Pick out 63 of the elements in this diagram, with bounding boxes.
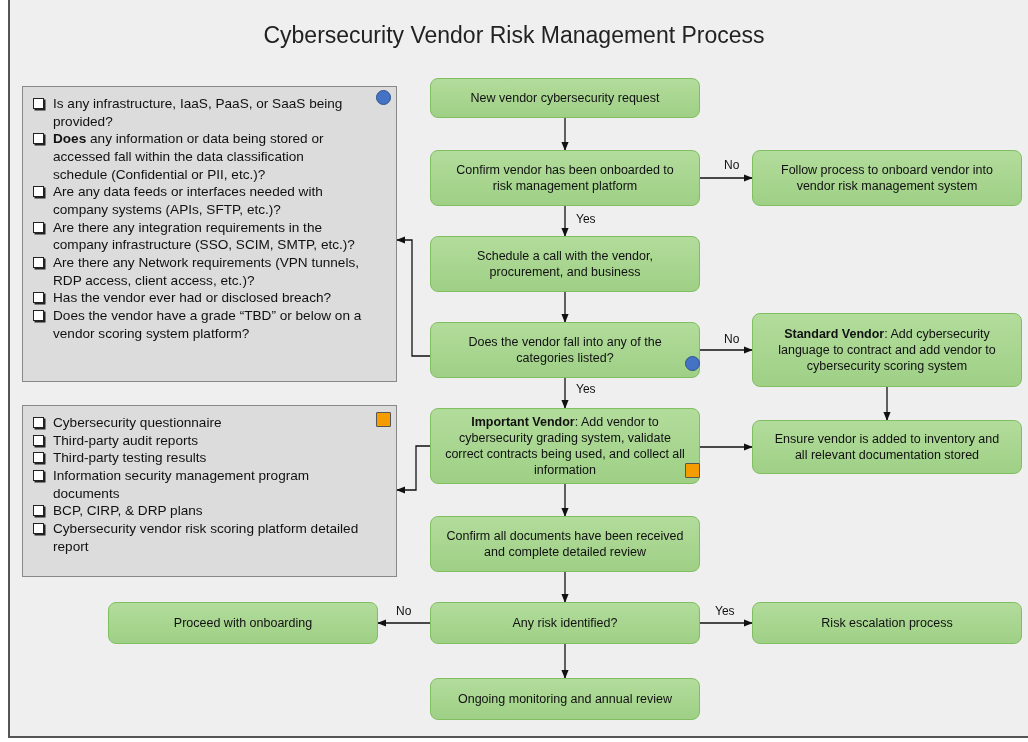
- process-box: [430, 150, 700, 206]
- arrow: [561, 571, 569, 603]
- process-box: [108, 602, 378, 644]
- diagram-title: Cybersecurity Vendor Risk Management Process: [262, 22, 766, 49]
- box-text: New vendor cybersecurity request: [470, 89, 660, 107]
- checklist-item: Is any infrastructure, IaaS, PaaS, or SaaS being provided?: [53, 96, 343, 129]
- checklist-panel: [22, 86, 397, 382]
- checklist-item: Cybersecurity vendor risk scoring platform detailed report: [53, 521, 359, 554]
- process-box: [430, 678, 700, 720]
- arrow: [883, 386, 891, 421]
- process-box: [430, 78, 700, 118]
- arrow: [561, 643, 569, 679]
- checklist-item: Are there any Network requirements (VPN tunnels, RDP access, client access, etc.)?: [53, 255, 359, 288]
- process-box: [430, 516, 700, 572]
- checklist-item: Cybersecurity questionnaire: [53, 415, 222, 430]
- checklist-item: Does any information or data being stored or accessed fall within the data classification schedule (Confidential or PII, etc.)?: [53, 131, 324, 182]
- edge-label: Yes: [574, 382, 598, 396]
- box-text: Confirm vendor has been onboarded to risk management platform: [455, 161, 675, 195]
- process-box: [752, 602, 1022, 644]
- box-text: Risk escalation process: [821, 614, 953, 632]
- process-box: [430, 602, 700, 644]
- arrow: [561, 483, 569, 517]
- arrow: [377, 619, 431, 627]
- checklist-item: BCP, CIRP, & DRP plans: [53, 503, 203, 519]
- arrow: [561, 377, 569, 409]
- arrow: [561, 205, 569, 237]
- arrow: [699, 619, 753, 627]
- box-text: Follow process to onboard vendor into vendor risk management system: [780, 161, 994, 195]
- process-box: [430, 408, 700, 484]
- box-text: Ongoing monitoring and annual review: [458, 690, 672, 708]
- arrow: [699, 443, 753, 451]
- box-text: Standard Vendor: Add cybersecurity language to contract and add vendor to cybersecurity scoring system: [777, 325, 997, 375]
- box-text: Schedule a call with the vendor, procurement, and business: [476, 247, 654, 281]
- checklist-item: Information security management program documents: [53, 468, 310, 501]
- edge-label: No: [722, 332, 742, 346]
- checklist-item: Does the vendor have a grade “TBD” or below on a vendor scoring system platform?: [53, 308, 362, 341]
- checklist-item: Has the vendor ever had or disclosed breach?: [53, 290, 332, 306]
- edge-label: Yes: [713, 604, 737, 618]
- box-text: Important Vendor: Add vendor to cybersecurity grading system, validate correct contracts being used, and collect all information: [445, 413, 685, 479]
- box-text: Proceed with onboarding: [173, 614, 313, 632]
- checklist-item: Are there any integration requirements in the company infrastructure (SSO, SCIM, SMTP, etc.)?: [53, 219, 355, 253]
- checklist-item: Third-party testing results: [53, 450, 207, 466]
- process-box: [752, 313, 1022, 387]
- edge-label: Yes: [574, 212, 598, 226]
- edge-label: No: [394, 604, 414, 618]
- process-box: [752, 150, 1022, 206]
- checklist-panel: [22, 405, 397, 577]
- arrow: [561, 291, 569, 323]
- process-box: [430, 236, 700, 292]
- arrow: [699, 174, 753, 182]
- box-text: Any risk identified?: [512, 614, 618, 632]
- process-box: [430, 322, 700, 378]
- arrow: [396, 445, 431, 494]
- arrow: [561, 117, 569, 151]
- arrow: [699, 346, 753, 354]
- box-text: Does the vendor fall into any of the categories listed?: [467, 333, 663, 367]
- box-text: Ensure vendor is added to inventory and all relevant documentation stored: [773, 430, 1001, 464]
- box-text: Confirm all documents have been received and complete detailed review: [445, 527, 685, 561]
- arrow: [396, 236, 431, 357]
- checklist-item: Third-party audit reports: [53, 432, 199, 448]
- edge-label: No: [722, 158, 742, 172]
- checklist-item: Are any data feeds or interfaces needed with company systems (APIs, SFTP, etc.)?: [53, 184, 323, 218]
- process-box: [752, 420, 1022, 474]
